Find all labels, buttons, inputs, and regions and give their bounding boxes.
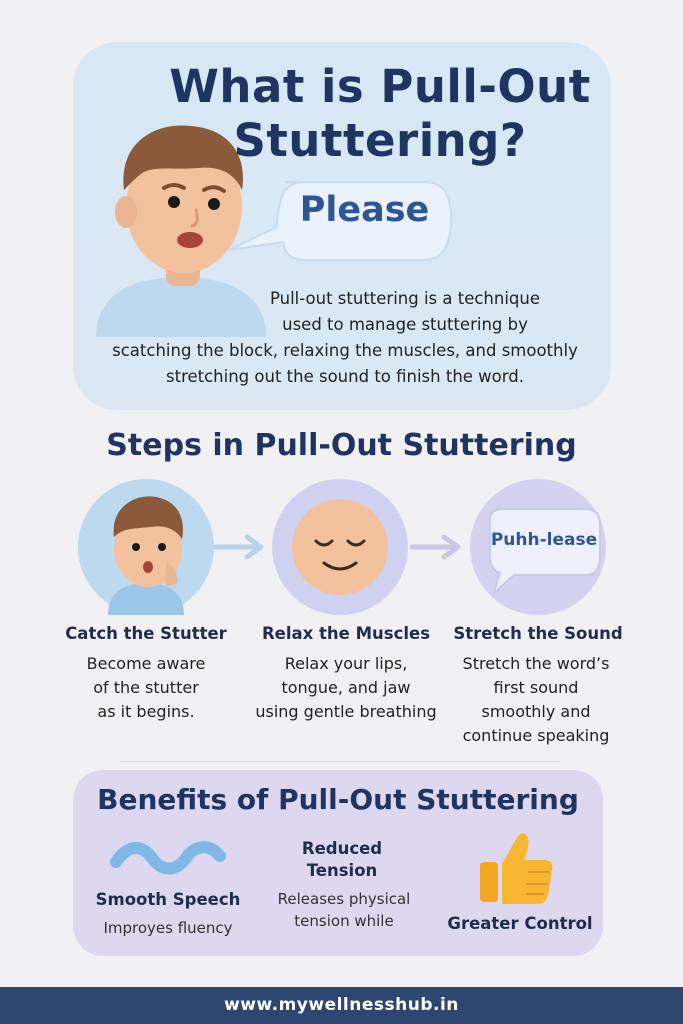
intro-line: used to manage stuttering by bbox=[282, 315, 528, 334]
arrow-right-icon bbox=[410, 534, 461, 560]
step-desc-line: as it begins. bbox=[97, 702, 195, 721]
step-description: Relax your lips, tongue, and jaw using g… bbox=[243, 652, 449, 724]
benefit-title-line: Tension bbox=[306, 861, 378, 880]
step-bubble-text: Puhh-lease bbox=[490, 530, 598, 550]
bubble-word: Please bbox=[299, 190, 430, 230]
step-desc-line: Stretch the word’s bbox=[462, 654, 610, 673]
step-title: Relax the Muscles bbox=[261, 624, 431, 643]
step-desc-line: Become aware bbox=[86, 654, 206, 673]
footer-url[interactable]: www.mywellnesshub.in bbox=[224, 995, 459, 1015]
title-line-2: Stuttering? bbox=[233, 114, 527, 167]
step-description: Stretch the word’s first sound smoothly … bbox=[436, 652, 636, 748]
footer-bar bbox=[0, 987, 683, 1024]
benefit-desc-line: Releases physical bbox=[277, 890, 411, 908]
step-desc-line: continue speaking bbox=[462, 726, 610, 745]
step-desc-line: tongue, and jaw bbox=[281, 678, 411, 697]
step-desc-line: using gentle breathing bbox=[255, 702, 437, 721]
speech-bubble-icon bbox=[489, 508, 601, 597]
step-catch-illustration bbox=[78, 479, 214, 615]
person-talking-illustration bbox=[96, 125, 266, 337]
intro-paragraph: Pull-out stuttering is a technique used … bbox=[100, 286, 590, 390]
section-divider bbox=[120, 761, 560, 762]
thumbs-up-icon bbox=[480, 833, 553, 904]
arrow-right-icon bbox=[213, 534, 264, 560]
thinking-person-icon bbox=[108, 496, 184, 615]
step-title: Catch the Stutter bbox=[65, 624, 227, 643]
speech-bubble bbox=[228, 181, 453, 261]
step-desc-line: first sound bbox=[493, 678, 579, 697]
step-desc-line: Relax your lips, bbox=[284, 654, 408, 673]
step-desc-line: smoothly and bbox=[481, 702, 591, 721]
intro-line: stretching out the sound to finish the w… bbox=[166, 367, 524, 386]
benefit-desc: Improyes fluency bbox=[103, 919, 233, 937]
step-title: Stretch the Sound bbox=[453, 624, 623, 643]
page-title: What is Pull-Out Stuttering? bbox=[150, 60, 610, 168]
intro-line: Pull-out stuttering is a technique bbox=[269, 289, 541, 308]
calm-face-icon bbox=[292, 499, 388, 595]
benefit-desc: Releases physical tension while bbox=[262, 888, 426, 932]
benefit-desc-line: tension while bbox=[294, 912, 394, 930]
benefit-title: Greater Control bbox=[447, 914, 593, 933]
wave-icon bbox=[110, 841, 226, 875]
benefit-title: Reduced Tension bbox=[262, 838, 422, 882]
title-line-1: What is Pull-Out bbox=[169, 60, 591, 113]
step-desc-line: of the stutter bbox=[93, 678, 199, 697]
benefit-title-line: Reduced bbox=[301, 839, 383, 858]
intro-line: scatching the block, relaxing the muscle… bbox=[112, 341, 578, 360]
step-relax-illustration bbox=[272, 479, 408, 615]
steps-heading: Steps in Pull-Out Stuttering bbox=[106, 428, 577, 463]
benefits-heading: Benefits of Pull-Out Stuttering bbox=[97, 783, 579, 816]
step-description: Become aware of the stutter as it begins… bbox=[46, 652, 246, 724]
step-stretch-illustration bbox=[470, 479, 606, 615]
benefit-title: Smooth Speech bbox=[95, 890, 241, 909]
